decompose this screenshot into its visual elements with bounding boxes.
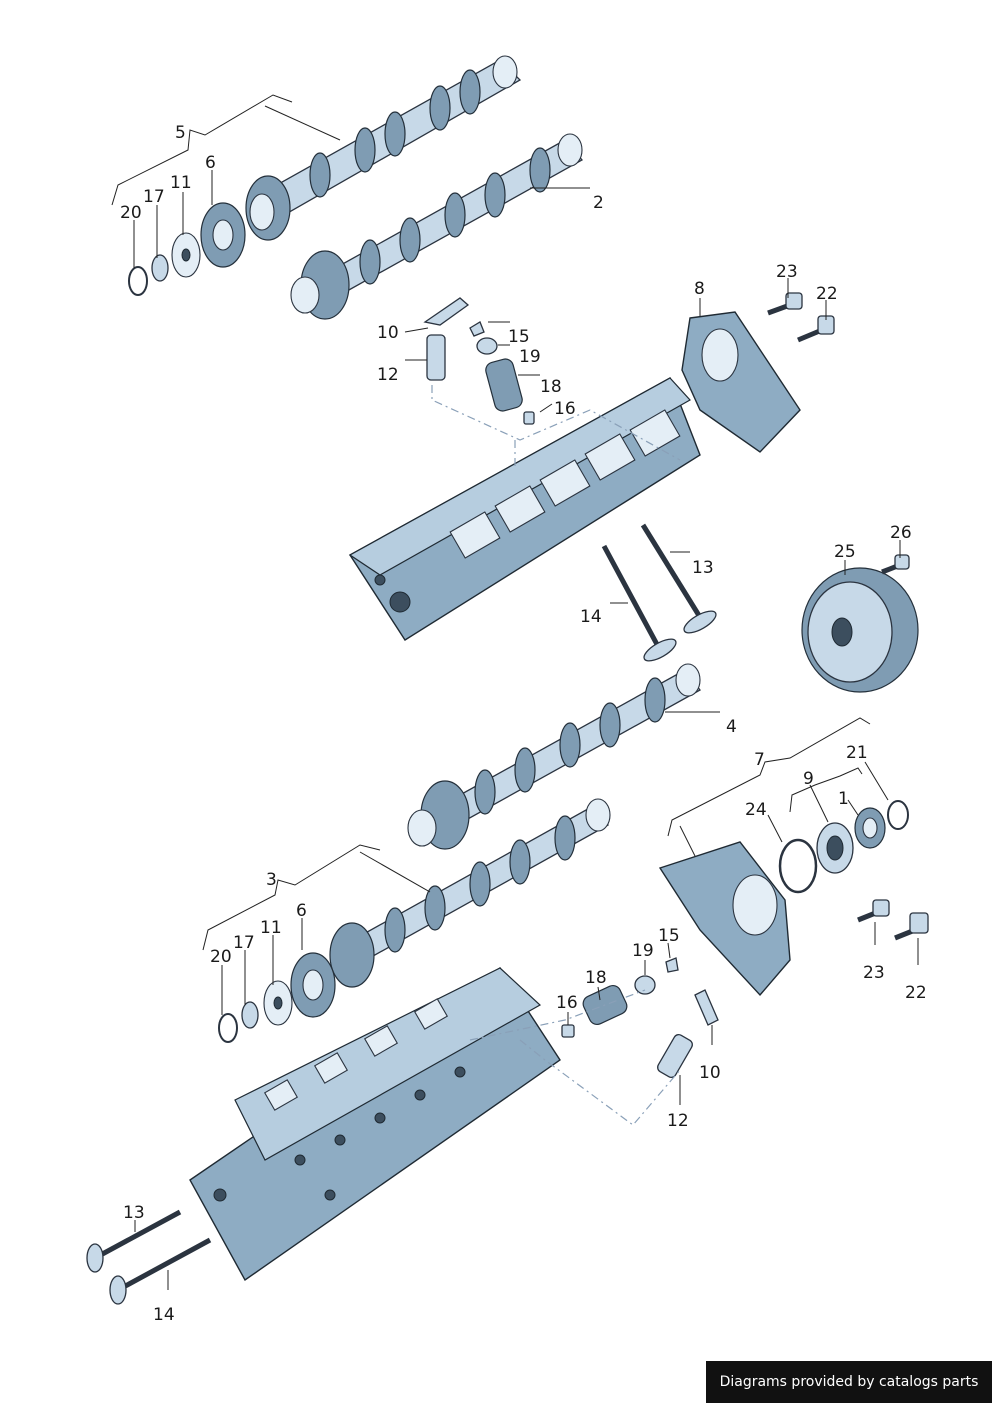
callout-11: 11 bbox=[170, 173, 192, 193]
washer-part-11-upper bbox=[171, 232, 201, 278]
valve-part-14-lower bbox=[109, 1237, 212, 1305]
callout-19: 19 bbox=[632, 941, 654, 961]
callout-23: 23 bbox=[863, 963, 885, 983]
callout-17: 17 bbox=[143, 187, 165, 207]
callout-20: 20 bbox=[120, 203, 142, 223]
camshaft-part-3 bbox=[329, 798, 611, 988]
callout-19: 19 bbox=[519, 347, 541, 367]
cover-part-8 bbox=[681, 311, 801, 453]
keeper-part-15-upper bbox=[469, 321, 485, 337]
callout-1: 1 bbox=[838, 789, 849, 809]
callout-22: 22 bbox=[816, 284, 838, 304]
spring-part-18-upper bbox=[485, 358, 523, 412]
callout-21: 21 bbox=[846, 743, 868, 763]
camshaft-part-5 bbox=[245, 55, 522, 241]
cylinder-head-lower bbox=[189, 967, 561, 1282]
callout-10: 10 bbox=[377, 323, 399, 343]
callout-15: 15 bbox=[658, 926, 680, 946]
callout-8: 8 bbox=[694, 279, 705, 299]
callout-6: 6 bbox=[296, 901, 307, 921]
callout-4: 4 bbox=[726, 717, 737, 737]
camshaft-part-4 bbox=[407, 663, 701, 850]
oring-part-24 bbox=[778, 838, 818, 894]
bolt-part-22-upper bbox=[797, 315, 835, 343]
cylinder-head-upper bbox=[348, 377, 701, 641]
callout-16: 16 bbox=[556, 993, 578, 1013]
valve-part-14-upper bbox=[601, 544, 677, 662]
callout-18: 18 bbox=[540, 377, 562, 397]
sprocket-part-25 bbox=[801, 567, 919, 693]
credit-badge: Diagrams provided by catalogs parts bbox=[706, 1361, 992, 1403]
bolt-part-23-lower bbox=[857, 899, 890, 923]
callout-11: 11 bbox=[260, 918, 282, 938]
valve-part-13-lower bbox=[86, 1209, 182, 1273]
sprocket-part-6-lower bbox=[290, 952, 336, 1018]
seal-part-16-upper bbox=[523, 411, 535, 425]
callout-17: 17 bbox=[233, 933, 255, 953]
callout-16: 16 bbox=[554, 399, 576, 419]
keeper-part-15-lower bbox=[665, 957, 679, 973]
credit-text: Diagrams provided by catalogs parts bbox=[719, 1374, 979, 1390]
callout-14: 14 bbox=[580, 607, 602, 627]
callout-5: 5 bbox=[175, 123, 186, 143]
callout-13: 13 bbox=[692, 558, 714, 578]
callout-18: 18 bbox=[585, 968, 607, 988]
callout-labels: 5 6 11 17 20 2 8 23 22 10 15 12 19 18 16… bbox=[120, 123, 927, 1325]
callout-2: 2 bbox=[593, 193, 604, 213]
callout-25: 25 bbox=[834, 542, 856, 562]
assembly-guide-lines bbox=[431, 385, 681, 1126]
ring-part-17-upper bbox=[151, 254, 169, 282]
callout-14: 14 bbox=[153, 1305, 175, 1325]
rocker-part-10-upper bbox=[423, 297, 470, 326]
lifter-part-12-upper bbox=[426, 334, 446, 381]
seal-part-9 bbox=[816, 822, 854, 874]
callout-26: 26 bbox=[890, 523, 912, 543]
callout-20: 20 bbox=[210, 947, 232, 967]
ring-part-17-lower bbox=[241, 1001, 259, 1029]
callout-24: 24 bbox=[745, 800, 767, 820]
bolt-part-22-lower bbox=[894, 912, 929, 941]
callout-3: 3 bbox=[266, 870, 277, 890]
rocker-part-10-lower bbox=[694, 989, 719, 1026]
retainer-part-19-upper bbox=[476, 337, 498, 355]
callout-10: 10 bbox=[699, 1063, 721, 1083]
cover-part-7 bbox=[658, 841, 791, 997]
callout-13: 13 bbox=[123, 1203, 145, 1223]
callout-12: 12 bbox=[667, 1111, 689, 1131]
callout-22: 22 bbox=[905, 983, 927, 1003]
retainer-part-19-lower bbox=[634, 975, 656, 995]
callout-6: 6 bbox=[205, 153, 216, 173]
circlip-part-20-lower bbox=[218, 1013, 238, 1043]
washer-part-11-lower bbox=[263, 980, 293, 1026]
seal-part-1 bbox=[854, 807, 886, 849]
callout-23: 23 bbox=[776, 262, 798, 282]
valve-part-13-upper bbox=[640, 523, 717, 634]
callout-7: 7 bbox=[754, 750, 765, 770]
circlip-part-20-upper bbox=[128, 266, 148, 296]
leader-lines bbox=[111, 94, 919, 1290]
bolt-part-26 bbox=[881, 554, 910, 575]
callout-12: 12 bbox=[377, 365, 399, 385]
bolt-part-23-upper bbox=[767, 292, 803, 316]
circlip-part-21 bbox=[887, 800, 909, 830]
seal-part-16-lower bbox=[561, 1024, 575, 1038]
sprocket-part-6-upper bbox=[200, 202, 246, 268]
callout-15: 15 bbox=[508, 327, 530, 347]
lifter-part-12-lower bbox=[657, 1033, 693, 1079]
callout-9: 9 bbox=[803, 769, 814, 789]
camshaft-part-2 bbox=[290, 133, 584, 320]
